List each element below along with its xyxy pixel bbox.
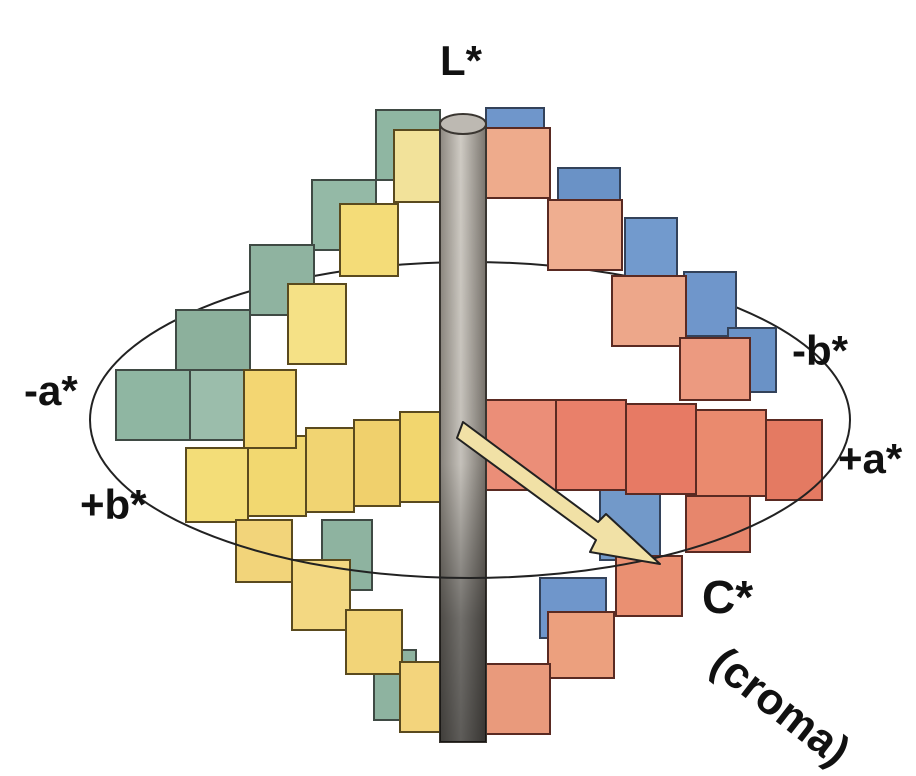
plus-a-label: +a*	[838, 435, 903, 482]
minus-a-label: -a*	[24, 367, 78, 414]
red-plus-a-shelf	[485, 399, 823, 501]
equator-ellipse-front	[89, 419, 851, 579]
orange-blocks	[479, 127, 751, 735]
lab-color-solid-diagram	[89, 107, 851, 743]
yellow-plus-b-shelf	[185, 411, 441, 523]
chroma-label: C*	[702, 571, 754, 623]
plus-b-label: +b*	[80, 481, 147, 528]
chroma-arrow	[456, 421, 661, 565]
l-axis-label: L*	[440, 37, 482, 84]
minus-b-label: -b*	[792, 327, 848, 374]
